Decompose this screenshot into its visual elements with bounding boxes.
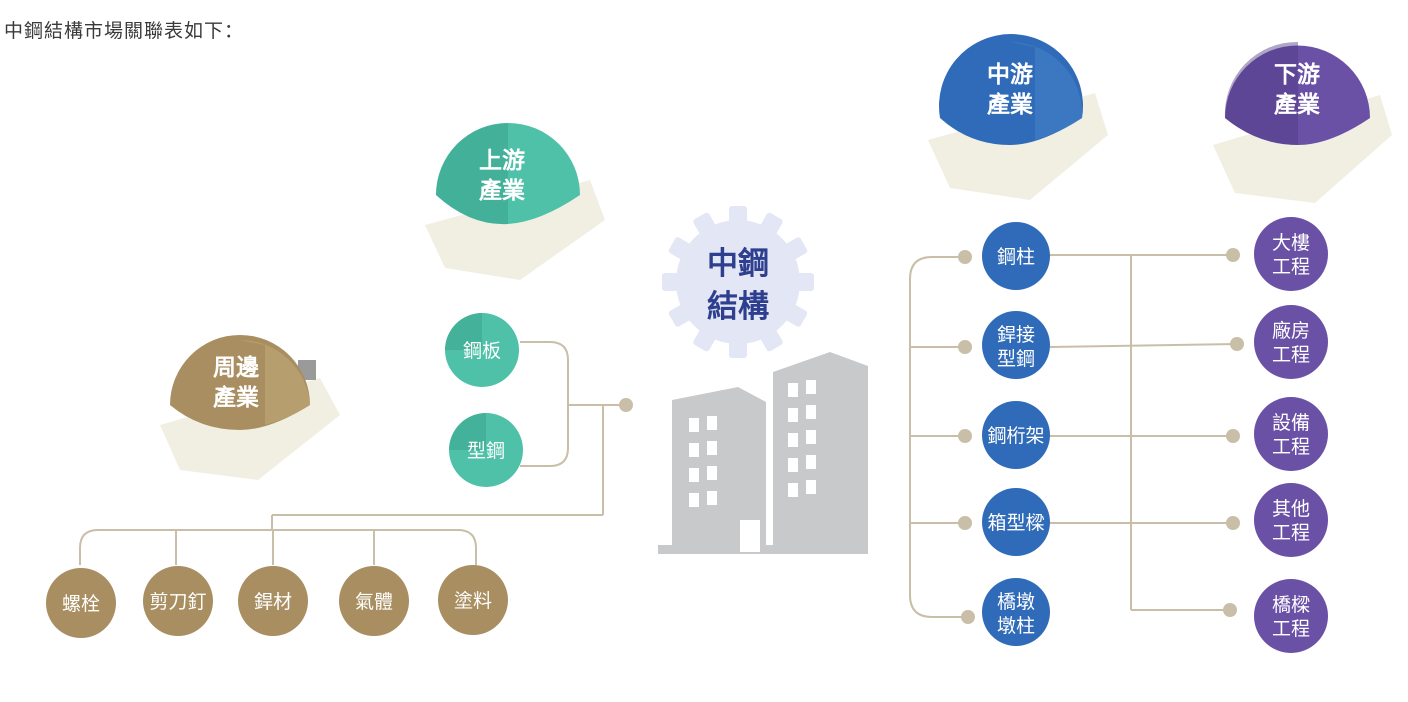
connector-dot xyxy=(958,250,972,264)
downstream-item-label-line2: 工程 xyxy=(1272,522,1310,544)
downstream-item: 大樓 工程 xyxy=(1254,217,1328,291)
center-label-line1: 中鋼 xyxy=(707,246,769,282)
peripheral-item-label: 塗料 xyxy=(454,589,492,612)
midstream-item: 銲接 型鋼 xyxy=(982,311,1050,379)
midstream-item: 鋼柱 xyxy=(982,222,1050,290)
downstream-item-label-line2: 工程 xyxy=(1272,436,1310,458)
midstream-item-label: 銲接 xyxy=(997,324,1035,346)
upstream-badge: 上游 產業 xyxy=(425,122,605,280)
connector-lines xyxy=(79,254,1238,618)
connector-dot xyxy=(1226,516,1240,530)
peripheral-item: 剪刀釘 xyxy=(143,566,213,636)
peripheral-item: 氣體 xyxy=(339,566,409,636)
upstream-label-line2: 產業 xyxy=(479,177,526,204)
peripheral-item-label: 銲材 xyxy=(254,591,292,613)
downstream-item-label-line2: 工程 xyxy=(1272,256,1310,278)
peripheral-item: 塗料 xyxy=(438,565,508,635)
midstream-item-label: 橋墩 xyxy=(997,591,1035,613)
downstream-item: 廠房 工程 xyxy=(1254,305,1328,379)
connector-dot xyxy=(1223,603,1237,617)
building-icon xyxy=(658,352,868,554)
downstream-item: 其他 工程 xyxy=(1254,483,1328,557)
downstream-item-label: 其他 xyxy=(1272,498,1310,520)
peripheral-item: 銲材 xyxy=(238,566,308,636)
midstream-item: 橋墩 墩柱 xyxy=(982,578,1050,646)
peripheral-bus xyxy=(79,529,477,565)
upstream-item: 鋼板 xyxy=(445,313,519,387)
peripheral-label-line2: 產業 xyxy=(213,384,260,411)
upstream-item-label: 鋼板 xyxy=(463,340,501,362)
peripheral-item-label: 剪刀釘 xyxy=(149,591,206,613)
downstream-item: 橋樑 工程 xyxy=(1254,579,1328,653)
peripheral-item-label: 螺栓 xyxy=(62,593,100,615)
midstream-label-line2: 產業 xyxy=(987,91,1034,118)
downstream-item-label-line2: 工程 xyxy=(1272,618,1310,640)
midstream-item: 箱型樑 xyxy=(982,488,1050,556)
upstream-label-line1: 上游 xyxy=(479,147,525,174)
downstream-label-line2: 產業 xyxy=(1274,91,1321,118)
midstream-item-label: 鋼柱 xyxy=(997,246,1035,268)
page-title: 中鋼結構市場關聯表如下： xyxy=(4,20,245,42)
connector-dot xyxy=(619,398,633,412)
midstream-item-label: 箱型樑 xyxy=(987,512,1044,534)
connector-dot xyxy=(958,516,972,530)
downstream-item: 設備 工程 xyxy=(1254,397,1328,471)
midstream-item-label-line2: 墩柱 xyxy=(997,615,1035,637)
downstream-item-label: 橋樑 xyxy=(1272,594,1310,616)
connector-dot xyxy=(961,610,975,624)
midstream-item: 鋼桁架 xyxy=(982,401,1050,469)
downstream-item-label-line2: 工程 xyxy=(1272,344,1310,366)
midstream-item-label-line2: 型鋼 xyxy=(997,348,1035,370)
downstream-badge: 下游 產業 xyxy=(1213,41,1392,203)
upstream-item-label: 型鋼 xyxy=(467,440,505,462)
upstream-bracket xyxy=(520,341,569,467)
midstream-badge: 中游 產業 xyxy=(928,34,1108,200)
midstream-label-line1: 中游 xyxy=(987,61,1033,88)
downstream-item-label: 設備 xyxy=(1272,412,1310,434)
connector-dots xyxy=(619,248,1244,624)
mid-down-link xyxy=(1049,343,1238,348)
center-label-line2: 結構 xyxy=(707,289,769,325)
upstream-item: 型鋼 xyxy=(449,413,523,487)
connector-dot xyxy=(1230,337,1244,351)
downstream-item-label: 廠房 xyxy=(1272,319,1310,342)
connector-dot xyxy=(958,340,972,354)
peripheral-item-label: 氣體 xyxy=(355,591,393,613)
peripheral-label-line1: 周邊 xyxy=(213,354,259,381)
downstream-item-label: 大樓 xyxy=(1272,232,1310,254)
midstream-item-label: 鋼桁架 xyxy=(987,425,1044,447)
peripheral-item: 螺栓 xyxy=(46,568,116,638)
connector-dot xyxy=(1226,429,1240,443)
peripheral-badge: 周邊 產業 xyxy=(160,334,340,480)
connector-dot xyxy=(958,429,972,443)
connector-dot xyxy=(1226,248,1240,262)
downstream-label-line1: 下游 xyxy=(1274,61,1320,88)
gear-icon xyxy=(662,206,814,358)
